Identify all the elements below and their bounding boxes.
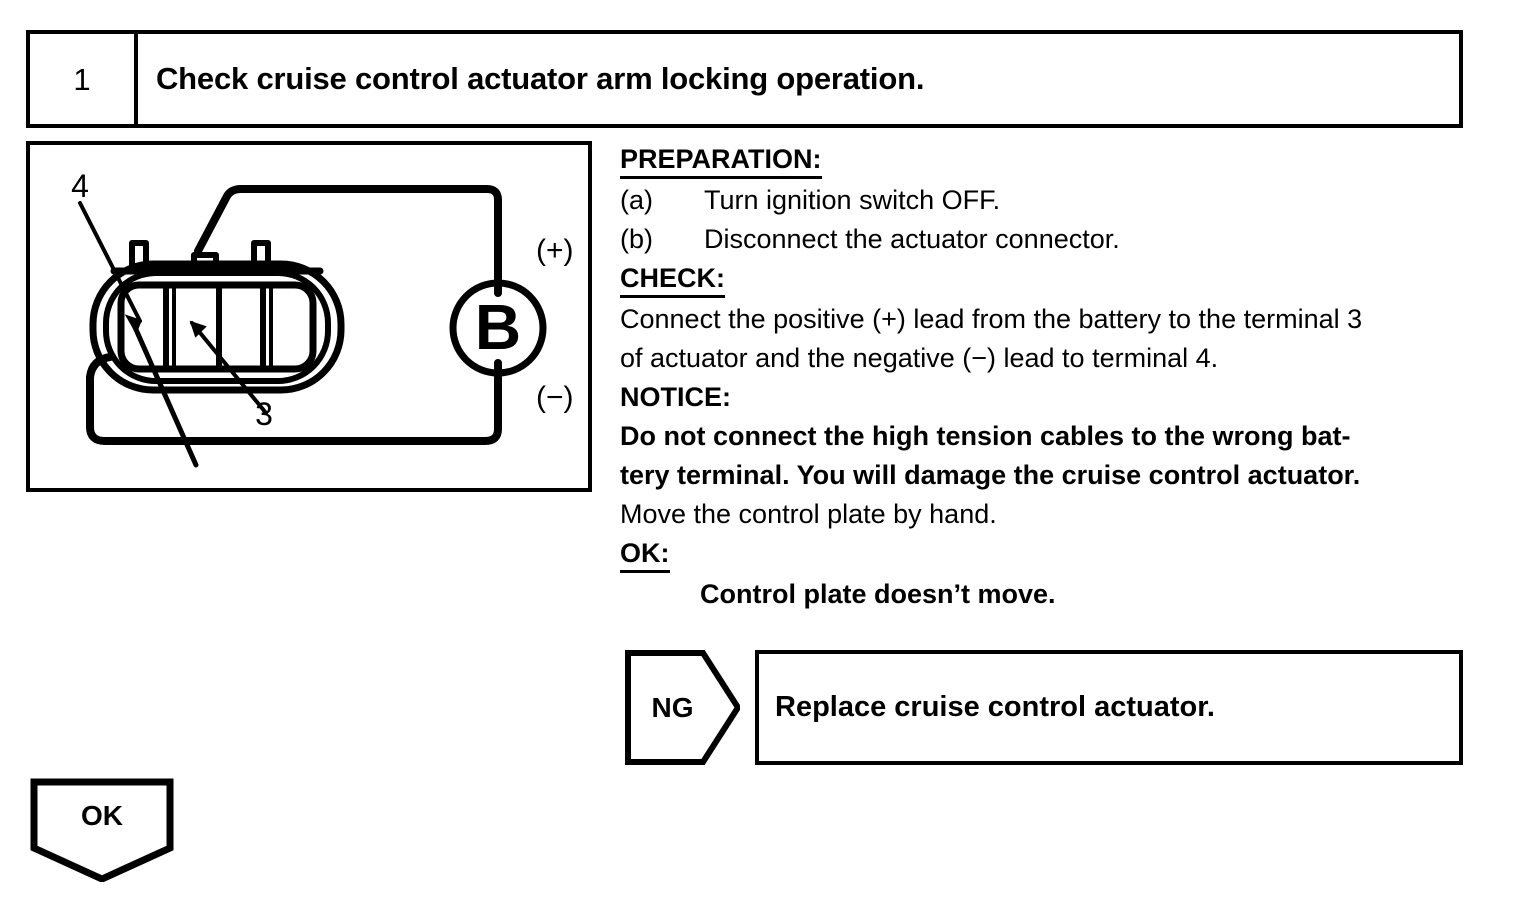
notice-line-2: tery terminal. You will damage the cruis… bbox=[620, 460, 1361, 490]
callout-label-4: 4 bbox=[71, 168, 89, 204]
ng-badge bbox=[625, 650, 740, 765]
connector-cavity-frame bbox=[117, 281, 317, 373]
battery-positive-label: (+) bbox=[536, 234, 574, 267]
wire-negative bbox=[86, 353, 502, 445]
figure-panel: B (+) (−) bbox=[26, 141, 592, 492]
callout-label-3: 3 bbox=[255, 396, 273, 432]
ok-result-text: Control plate doesn’t move. bbox=[700, 579, 1056, 609]
ok-heading: OK: bbox=[620, 536, 670, 573]
step-number-cell: 1 bbox=[30, 34, 138, 124]
step-title: Check cruise control actuator arm lockin… bbox=[156, 60, 925, 96]
callout-3-arrowhead bbox=[189, 320, 207, 338]
step-number: 1 bbox=[73, 61, 91, 97]
ok-pentagon-shape bbox=[30, 778, 174, 882]
preparation-item-b-text: Disconnect the actuator connector. bbox=[704, 224, 1120, 254]
ok-heading-row: OK: bbox=[620, 534, 1500, 575]
connector-tab-center bbox=[191, 252, 219, 274]
ng-label: NG bbox=[651, 691, 694, 723]
preparation-item-a: (a) Turn ignition switch OFF. bbox=[620, 181, 1500, 220]
connector-tab-left bbox=[129, 240, 149, 274]
notice-line-1: Do not connect the high tension cables t… bbox=[620, 421, 1351, 451]
ok-label: OK bbox=[81, 800, 123, 831]
notice-line-3: Move the control plate by hand. bbox=[620, 499, 997, 529]
preparation-item-b: (b) Disconnect the actuator connector. bbox=[620, 220, 1500, 259]
wire-positive bbox=[194, 185, 502, 297]
ng-branch-row: NG Replace cruise control actuator. bbox=[625, 650, 1463, 765]
check-heading: CHECK: bbox=[620, 261, 725, 298]
preparation-heading: PREPARATION: bbox=[620, 142, 822, 179]
battery-circle bbox=[449, 279, 547, 377]
check-body-line-1: Connect the positive (+) lead from the b… bbox=[620, 304, 1363, 334]
ng-action-box: Replace cruise control actuator. bbox=[755, 650, 1463, 765]
callout-4-extension bbox=[131, 322, 199, 468]
instructions-column: PREPARATION: (a) Turn ignition switch OF… bbox=[620, 140, 1500, 614]
connector-tab-right bbox=[251, 240, 271, 274]
actuator-connector-diagram: B (+) (−) bbox=[71, 168, 574, 468]
notice-heading: NOTICE: bbox=[620, 382, 731, 412]
step-header-bar: 1 Check cruise control actuator arm lock… bbox=[26, 30, 1463, 128]
preparation-item-a-marker: (a) bbox=[620, 185, 653, 215]
step-title-cell: Check cruise control actuator arm lockin… bbox=[138, 34, 1459, 124]
preparation-heading-row: PREPARATION: bbox=[620, 140, 1500, 181]
callout-4-leader bbox=[78, 201, 142, 323]
check-heading-row: CHECK: bbox=[620, 259, 1500, 300]
ng-action-text: Replace cruise control actuator. bbox=[775, 691, 1215, 723]
battery-negative-label: (−) bbox=[536, 381, 574, 414]
ok-badge bbox=[30, 778, 174, 882]
ng-arrow-shape bbox=[625, 650, 740, 765]
check-body-line-2: of actuator and the negative (−) lead to… bbox=[620, 343, 1219, 373]
preparation-item-a-text: Turn ignition switch OFF. bbox=[704, 185, 1001, 215]
callout-3-leader bbox=[190, 321, 268, 415]
battery-symbol-label: B bbox=[475, 291, 521, 363]
preparation-item-b-marker: (b) bbox=[620, 224, 653, 254]
